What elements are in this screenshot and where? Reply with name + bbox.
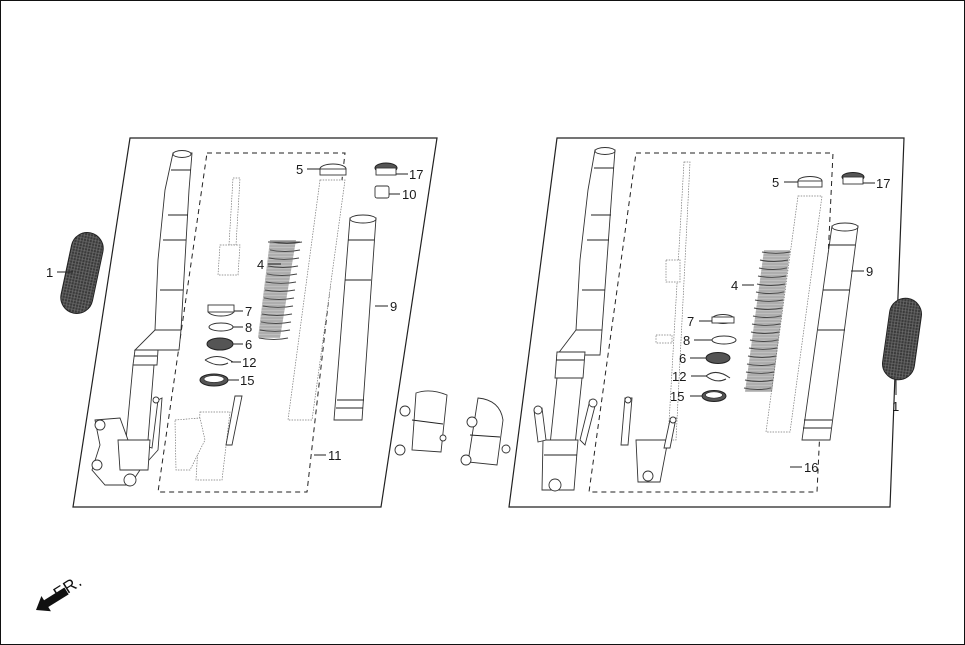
right-reflector: [882, 297, 922, 381]
left-clip-12: [204, 356, 234, 366]
right-oil-seal-6: [705, 352, 731, 364]
callout-15-right: 15: [670, 389, 684, 404]
left-washer-8: [208, 322, 234, 332]
right-washer-8: [711, 335, 737, 345]
left-fork-panel: 1 5 17 10 4 9 7 8 6 12 15 11: [46, 137, 438, 508]
right-kit-lower-leg: [620, 396, 677, 483]
callout-16-right-kit: 16: [804, 460, 818, 475]
callout-17-left: 17: [409, 167, 423, 182]
callout-6-right: 6: [679, 351, 686, 366]
callout-8-left: 8: [245, 320, 252, 335]
callout-9-left: 9: [390, 299, 397, 314]
right-fork-panel: 5 17 9 4 7 8 6 12 15 16 1: [508, 137, 922, 508]
callout-7-left: 7: [245, 304, 252, 319]
callout-4-left: 4: [257, 257, 264, 272]
callout-12-left: 12: [242, 355, 256, 370]
left-kit-lower-leg: [174, 395, 243, 481]
left-cap-17-body: [375, 167, 397, 176]
fork-guard-left: [394, 390, 448, 456]
callout-1-left: 1: [46, 265, 53, 280]
left-outer-fork-assembly: [91, 150, 193, 487]
callout-5-left: 5: [296, 162, 303, 177]
right-bushing-5-body: [797, 180, 823, 188]
callout-17-right: 17: [876, 176, 890, 191]
callout-7-right: 7: [687, 314, 694, 329]
right-fork-spring: [743, 250, 791, 392]
left-bushing-5-body: [319, 168, 347, 176]
callout-1-right: 1: [892, 399, 899, 414]
callout-8-right: 8: [683, 333, 690, 348]
left-bushing-7-body: [207, 304, 235, 313]
left-spacer-10: [374, 185, 390, 199]
right-panel-outline: [508, 137, 905, 508]
callout-12-right: 12: [672, 369, 686, 384]
callout-9-right: 9: [866, 264, 873, 279]
right-bushing-7-body: [711, 316, 735, 324]
left-panel-outline: [72, 137, 438, 508]
front-direction-indicator: FR.: [36, 571, 86, 612]
arrow-down-left-icon: [36, 587, 69, 612]
left-kit-boundary: [157, 152, 346, 493]
right-outer-tube-9: [801, 222, 859, 441]
left-oil-seal-6: [206, 337, 234, 351]
left-outer-tube-9: [333, 214, 377, 421]
right-clip-12: [705, 372, 731, 382]
callout-11-left-kit: 11: [328, 448, 342, 463]
callout-6-left: 6: [245, 337, 252, 352]
fork-guards: [394, 390, 511, 466]
left-inner-tube: [287, 179, 346, 421]
left-damper-rod: [217, 177, 241, 276]
callout-15-left: 15: [240, 373, 254, 388]
right-damper-rod: [655, 161, 691, 441]
right-outer-fork-assembly: [533, 147, 616, 492]
right-cap-17-body: [842, 176, 864, 185]
callout-10-left: 10: [402, 187, 416, 202]
left-reflector: [60, 232, 104, 314]
left-fork-spring: [258, 240, 303, 341]
callout-5-right: 5: [772, 175, 779, 190]
fork-guard-right: [460, 397, 511, 466]
callout-4-right: 4: [731, 278, 738, 293]
